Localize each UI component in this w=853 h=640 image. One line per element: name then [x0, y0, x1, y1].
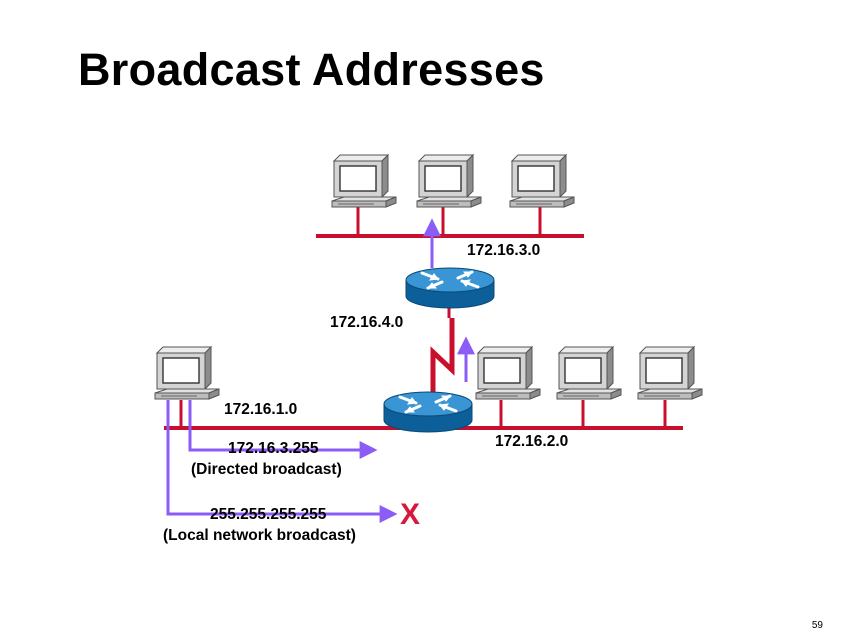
page-title: Broadcast Addresses — [78, 44, 545, 95]
network-label-172-16-3-0: 172.16.3.0 — [467, 242, 541, 259]
computer-icon — [475, 346, 541, 400]
blocked-x-mark: X — [400, 498, 421, 531]
local-broadcast-caption: (Local network broadcast) — [163, 527, 356, 544]
network-label-172-16-4-0: 172.16.4.0 — [330, 314, 404, 331]
network-label-172-16-2-0: 172.16.2.0 — [495, 433, 569, 450]
computer-icon — [416, 154, 482, 208]
computer-icon — [556, 346, 622, 400]
directed-broadcast-caption: (Directed broadcast) — [191, 461, 342, 478]
router-icon — [404, 266, 496, 310]
computer-icon — [637, 346, 703, 400]
router-icon — [382, 390, 474, 434]
local-broadcast-arrow — [166, 400, 398, 523]
page-number: 59 — [811, 620, 823, 631]
local-broadcast-address: 255.255.255.255 — [210, 506, 327, 523]
directed-broadcast-arrow — [188, 400, 378, 459]
computer-icon — [154, 346, 220, 400]
serial-link — [430, 318, 455, 392]
computer-icon — [509, 154, 575, 208]
directed-broadcast-address: 172.16.3.255 — [228, 440, 319, 457]
network-label-172-16-1-0: 172.16.1.0 — [224, 401, 298, 418]
computer-icon — [331, 154, 397, 208]
